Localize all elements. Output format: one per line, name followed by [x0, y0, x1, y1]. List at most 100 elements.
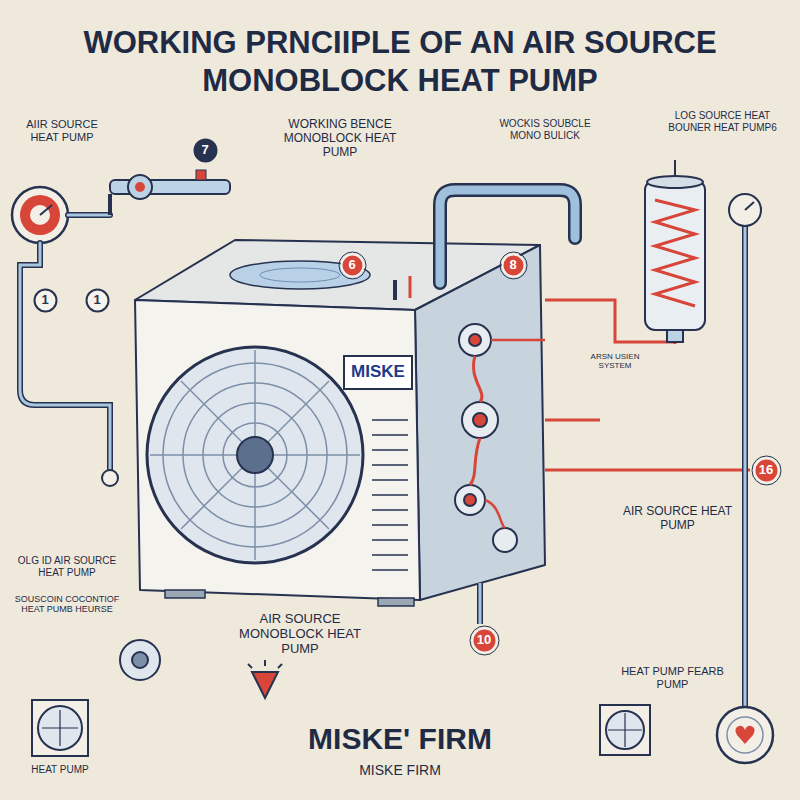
right-gauge-and-pipe	[729, 194, 761, 226]
front-vents	[372, 494, 408, 496]
callout-ring	[500, 252, 527, 279]
side-internals	[464, 494, 476, 506]
callout-number: 16	[753, 457, 780, 484]
brand-name: MISKE' FIRM	[250, 722, 550, 757]
callout-number: 6	[340, 253, 365, 278]
buffer-tank	[645, 180, 705, 330]
callout-circle	[502, 254, 524, 276]
front-vents	[372, 554, 408, 556]
front-vents	[372, 479, 408, 481]
side-internals	[455, 485, 485, 515]
left-gauge	[20, 195, 60, 235]
top-water-pipe	[440, 190, 575, 283]
part-label: WOCKIS SOUBCLE MONO BULICK	[490, 118, 600, 141]
fan-grille	[237, 437, 273, 473]
diagram-title: WORKING PRNCIIPLE OF AN AIR SOURCE MONOB…	[20, 24, 780, 100]
left-pipework	[20, 243, 110, 470]
callout-number: 1	[33, 288, 58, 313]
buffer-tank	[645, 160, 705, 342]
side-internals	[473, 356, 481, 402]
left-gauge	[40, 205, 52, 215]
valve-assembly	[110, 170, 230, 215]
side-internals	[469, 334, 481, 346]
left-pipework	[68, 212, 110, 218]
brand-plate: MISKE	[343, 355, 413, 390]
buffer-tank	[647, 176, 703, 188]
drain-pipe	[479, 583, 482, 624]
front-vents	[372, 524, 408, 526]
bottom-icons	[38, 706, 82, 750]
side-internals	[470, 438, 480, 485]
part-label: AIIR SOURCE HEAT PUMP	[12, 118, 112, 143]
heat-pump-housing	[409, 276, 412, 298]
side-internals	[459, 324, 491, 356]
bottom-icons	[132, 652, 148, 668]
callout-circle	[472, 628, 496, 652]
heat-pump-housing	[393, 280, 397, 300]
heat-pump-housing	[260, 268, 340, 282]
left-pipework	[20, 243, 110, 470]
valve-assembly	[135, 182, 145, 192]
bottom-icons	[120, 640, 160, 680]
callout-text: 1	[93, 293, 100, 307]
front-vents	[372, 420, 408, 570]
callout-circle	[754, 458, 778, 482]
callout-text: 8	[509, 258, 516, 272]
right-gauge-and-pipe	[735, 726, 754, 744]
callout-number: 7	[193, 138, 218, 163]
front-vents	[372, 569, 408, 571]
part-label: AIR SOURCE MONOBLOCK HEAT PUMP	[222, 612, 378, 657]
left-pipework	[102, 470, 118, 486]
buffer-tank	[667, 330, 683, 342]
callout-circle	[341, 254, 363, 276]
valve-assembly	[196, 170, 206, 180]
top-water-pipe	[440, 190, 575, 283]
left-pipework	[68, 214, 110, 217]
fan-grille	[147, 347, 363, 563]
heat-pump-housing	[415, 245, 545, 600]
callout-number: 8	[501, 253, 526, 278]
callout-text: 1	[41, 293, 48, 307]
side-internals	[473, 413, 487, 427]
callout-ring	[339, 252, 366, 279]
left-gauge	[12, 187, 68, 243]
part-label: AIR SOURCE HEAT PUMP	[620, 505, 735, 533]
drain-pipe	[477, 583, 483, 624]
callout-circle	[86, 289, 108, 311]
heat-pump-housing	[135, 300, 420, 600]
housing-feet	[165, 590, 414, 606]
buffer-tank	[655, 200, 695, 306]
bottom-icons	[32, 640, 650, 756]
bottom-icons	[32, 700, 88, 756]
front-vents	[372, 434, 408, 436]
fan-grille	[181, 381, 329, 529]
callout-circle	[34, 289, 56, 311]
callout-text: 10	[477, 633, 491, 647]
side-internals	[491, 339, 545, 342]
valve-assembly	[108, 194, 112, 215]
brand-subtitle: MISKE FIRM	[250, 762, 550, 778]
callout-ring	[752, 456, 781, 485]
right-gauge-and-pipe	[717, 707, 773, 763]
drain-pipe	[480, 583, 481, 624]
bottom-icons	[59, 710, 60, 746]
fan-grille	[147, 347, 363, 563]
front-vents	[372, 509, 408, 511]
icon-label: HEAT PUMP	[20, 764, 100, 776]
front-vents	[372, 419, 408, 421]
right-gauge-and-pipe	[727, 717, 763, 753]
part-label: ARSN USIEN SYSTEM	[578, 352, 652, 370]
callout-number: 10	[471, 627, 498, 654]
plate-outline	[344, 356, 412, 389]
right-gauge-and-pipe	[744, 226, 747, 707]
front-vents	[372, 449, 408, 451]
front-vents	[372, 539, 408, 541]
part-label: WORKING BENCE MONOBLOCK HEAT PUMP	[270, 118, 410, 159]
side-internals	[485, 500, 505, 528]
side-internals	[462, 402, 498, 438]
valve-assembly	[128, 175, 152, 199]
callout-circle	[194, 139, 216, 161]
right-gauge-and-pipe	[742, 226, 748, 707]
buffer-tank	[674, 160, 676, 176]
callout-number: 1	[85, 288, 110, 313]
